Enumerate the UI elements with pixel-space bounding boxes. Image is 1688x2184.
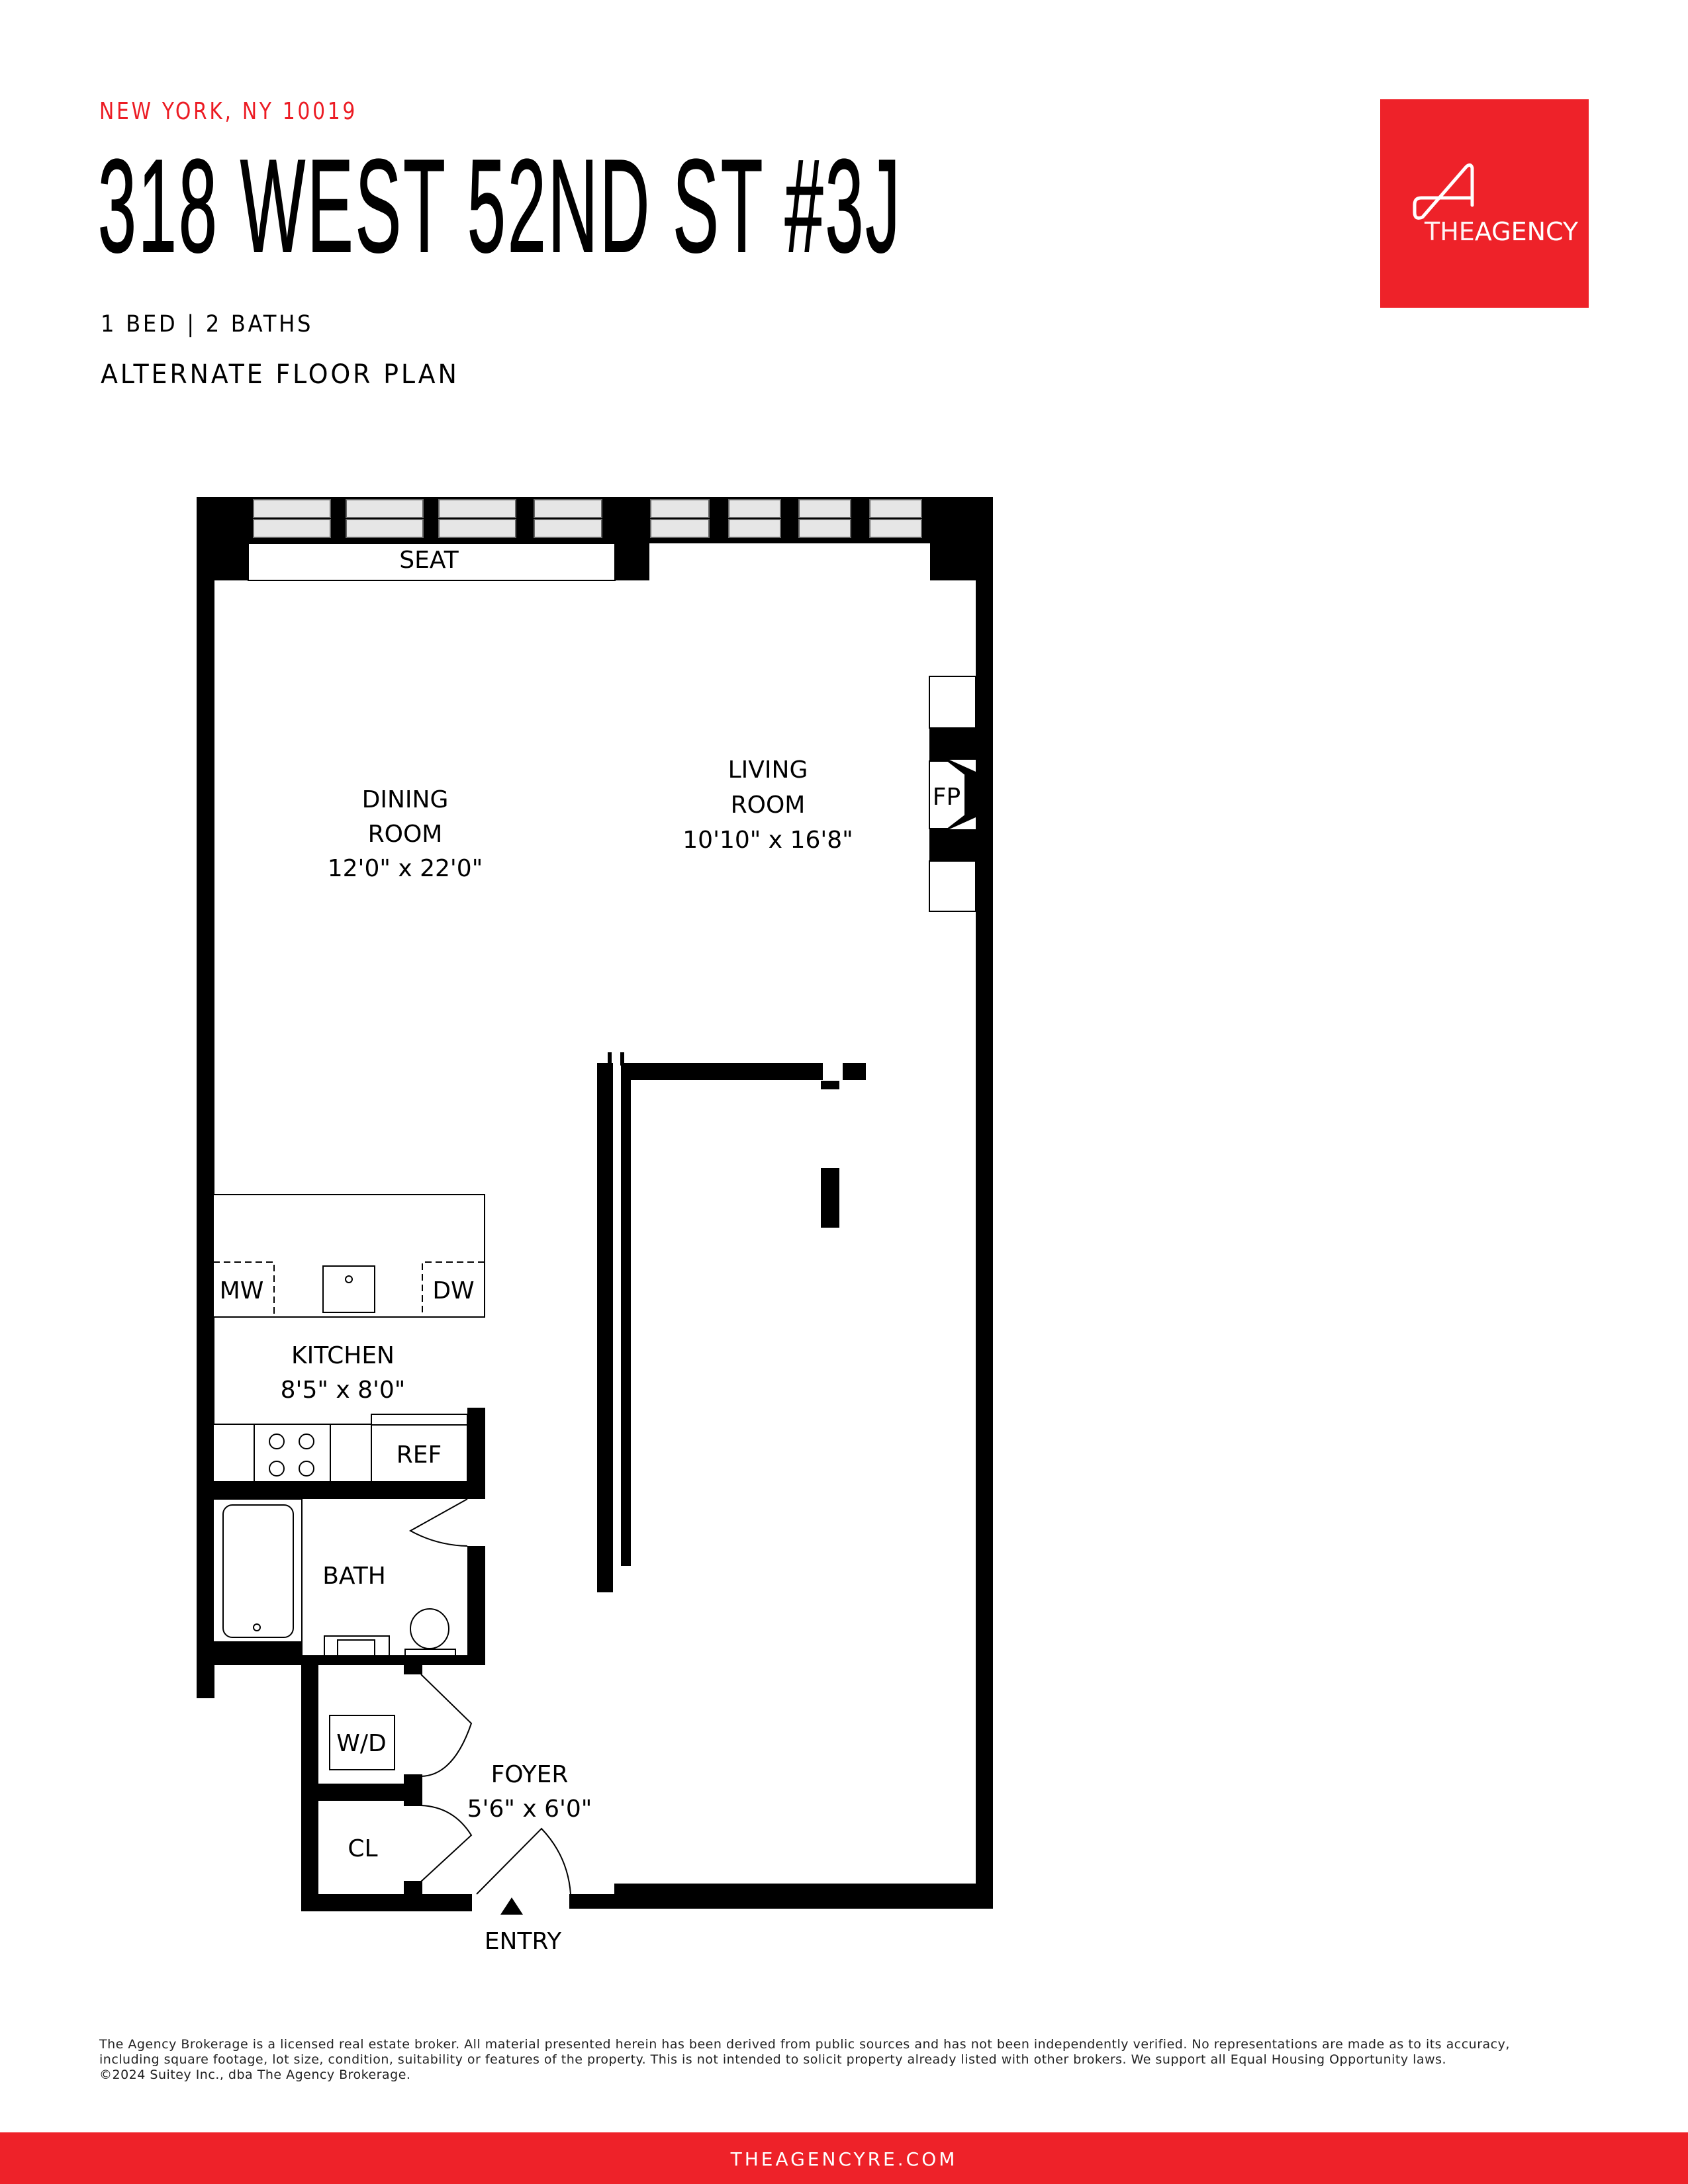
logo-wordmark: THEAGENCY — [1425, 217, 1578, 246]
bath-vanity — [324, 1635, 390, 1657]
beds-baths-summary: 1 BED | 2 BATHS — [101, 311, 314, 338]
kitchen-sink — [322, 1265, 375, 1313]
svg-text:8'5" x 8'0": 8'5" x 8'0" — [281, 1377, 406, 1404]
plan-type-subtitle: ALTERNATE FLOOR PLAN — [101, 359, 459, 390]
washer-dryer — [329, 1715, 395, 1770]
toilet — [410, 1608, 449, 1649]
logo-wordmark-prefix: THE — [1425, 217, 1475, 246]
kitchen-bath-wall — [197, 1482, 485, 1499]
svg-text:BATH: BATH — [322, 1563, 386, 1590]
built-in-shelf-lower — [929, 860, 976, 912]
kitchen-counter — [212, 1414, 468, 1482]
logo-wordmark-main: AGENCY — [1474, 217, 1579, 246]
property-location: NEW YORK, NY 10019 — [99, 98, 357, 125]
refrigerator-label: REF — [397, 1441, 442, 1469]
property-address-title: 318 WEST 52ND ST #3J — [97, 132, 902, 280]
microwave-label: MW — [220, 1277, 264, 1304]
closet-door-swing — [420, 1805, 473, 1882]
kitchen-island — [212, 1194, 485, 1318]
core-walls — [597, 1052, 866, 1592]
svg-text:KITCHEN: KITCHEN — [291, 1342, 395, 1369]
disclaimer-line-3: ©2024 Suitey Inc., dba The Agency Broker… — [99, 2068, 411, 2082]
entry-door[interactable] — [476, 1827, 571, 1915]
website-link[interactable]: THEAGENCYRE.COM — [730, 2148, 958, 2170]
cooktop — [254, 1424, 331, 1482]
svg-text:FP: FP — [933, 784, 961, 811]
disclaimer-line-1: The Agency Brokerage is a licensed real … — [99, 2037, 1510, 2052]
svg-text:5'6" x 6'0": 5'6" x 6'0" — [467, 1796, 592, 1823]
windows — [253, 499, 922, 538]
dining-room-label: DINING ROOM 12'0" x 22'0" — [328, 786, 483, 882]
svg-text:ROOM: ROOM — [368, 821, 443, 848]
bathtub — [222, 1504, 294, 1638]
svg-text:FOYER: FOYER — [491, 1761, 569, 1788]
window-seat: SEAT — [248, 543, 616, 581]
fireplace: FP — [929, 760, 966, 829]
entry-label: ENTRY — [485, 1928, 562, 1955]
svg-text:12'0" x 22'0": 12'0" x 22'0" — [328, 855, 483, 882]
the-agency-logo: THEAGENCY — [1380, 99, 1589, 308]
laundry-door-swing — [420, 1674, 473, 1777]
bath-door-swing — [408, 1498, 468, 1547]
foyer-label: FOYER 5'6" x 6'0" — [467, 1761, 592, 1823]
entry-arrow-icon — [500, 1897, 523, 1915]
disclaimer-line-2: including square footage, lot size, cond… — [99, 2052, 1447, 2067]
svg-text:ROOM: ROOM — [731, 792, 806, 819]
living-room-label: LIVING ROOM 10'10" x 16'8" — [682, 756, 853, 854]
apartment-walls — [197, 497, 993, 1909]
main-bath: BATH — [197, 1498, 485, 1665]
agency-a-logo-icon — [1413, 163, 1474, 220]
footer-bar: THEAGENCYRE.COM — [0, 2132, 1688, 2184]
svg-text:W/D: W/D — [336, 1730, 386, 1757]
svg-text:10'10" x 16'8": 10'10" x 16'8" — [682, 827, 853, 854]
svg-text:CL: CL — [348, 1835, 377, 1862]
dishwasher-label: DW — [432, 1277, 474, 1304]
svg-text:SEAT: SEAT — [399, 547, 459, 574]
svg-text:LIVING: LIVING — [728, 756, 808, 784]
built-in-shelf-upper — [929, 676, 976, 729]
kitchen-label: KITCHEN 8'5" x 8'0" — [281, 1342, 406, 1404]
legal-disclaimer: The Agency Brokerage is a licensed real … — [99, 2037, 1595, 2083]
svg-text:DINING: DINING — [362, 786, 449, 813]
laundry-and-closet: W/D CL — [301, 1665, 473, 1911]
